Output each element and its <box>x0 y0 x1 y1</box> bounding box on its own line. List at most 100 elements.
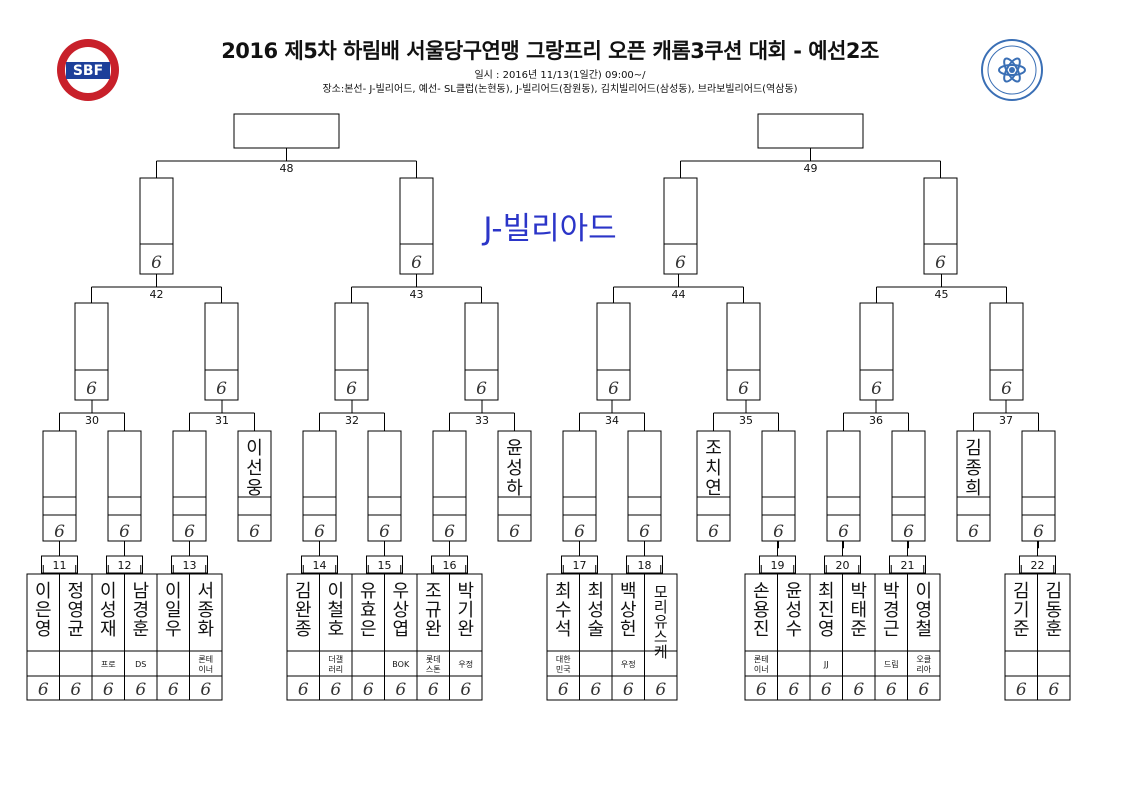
player-club: DS <box>135 660 146 669</box>
score-mark: 6 <box>935 253 946 273</box>
score-mark: 6 <box>838 522 849 542</box>
score-mark: 6 <box>1048 680 1059 700</box>
score-mark: 6 <box>608 379 619 399</box>
match-number: 49 <box>804 162 818 175</box>
score-mark: 6 <box>428 680 439 700</box>
match-number: 18 <box>638 559 652 572</box>
match-number: 35 <box>739 414 753 427</box>
player-club: 더갤 <box>328 654 343 664</box>
match-number: 17 <box>573 559 587 572</box>
player-name-char: 박 <box>883 581 900 602</box>
player-name-char: 박 <box>850 581 867 602</box>
match-number: 14 <box>313 559 327 572</box>
match-number: 48 <box>280 162 294 175</box>
score-mark: 6 <box>1001 379 1012 399</box>
player-club: BOK <box>392 660 410 669</box>
tournament-venue: 장소:본선- J-빌리어드, 예선- SL클럽(논현동), J-빌리어드(잠원동… <box>322 84 798 95</box>
score-mark: 6 <box>756 680 767 700</box>
score-mark: 6 <box>886 680 897 700</box>
score-mark: 6 <box>1033 522 1044 542</box>
player-club: 오클 <box>916 655 931 664</box>
player-name-char: 완 <box>425 619 442 640</box>
score-mark: 6 <box>871 379 882 399</box>
player-club: 이너 <box>754 664 769 674</box>
match-number: 15 <box>378 559 392 572</box>
player-name-char: 헌 <box>620 619 637 640</box>
player-club: 리아 <box>916 664 931 674</box>
player-name-char: 영 <box>35 619 52 640</box>
player-club: 우정 <box>458 659 473 669</box>
score-mark: 6 <box>773 522 784 542</box>
player-club: 이너 <box>198 664 213 674</box>
score-mark: 6 <box>70 680 81 700</box>
player-name-char: 준 <box>850 619 867 640</box>
player-name-char: 종 <box>197 600 214 621</box>
player-name-char: 준 <box>1013 619 1030 640</box>
match-number: 11 <box>53 559 67 572</box>
player-name-char: 영 <box>67 600 84 621</box>
bye-player-char: 치 <box>705 458 722 479</box>
score-mark: 6 <box>216 379 227 399</box>
winner-box <box>757 113 864 149</box>
player-club: 우정 <box>621 659 636 669</box>
score-mark: 6 <box>346 379 357 399</box>
player-name-char: 박 <box>457 581 474 602</box>
player-name-char: 최 <box>587 581 604 602</box>
player-name-char: 호 <box>327 619 344 640</box>
player-name-char: 철 <box>915 619 932 640</box>
winner-box <box>233 113 340 149</box>
player-club: 롯데 <box>426 655 441 664</box>
match-number: 45 <box>935 288 949 301</box>
venue-label: J-빌리아드 <box>483 211 617 247</box>
player-name-char: 손 <box>753 581 770 602</box>
score-mark: 6 <box>184 522 195 542</box>
player-name-char: 조 <box>425 581 442 602</box>
score-mark: 6 <box>135 680 146 700</box>
score-mark: 6 <box>444 522 455 542</box>
player-club: 러리 <box>328 665 343 674</box>
player-name-char: 이 <box>915 581 932 602</box>
player-name-char: 이 <box>327 581 344 602</box>
player-name-char: 이 <box>100 581 117 602</box>
player-club: 민국 <box>556 664 571 674</box>
score-mark: 6 <box>558 680 569 700</box>
score-mark: 6 <box>249 522 260 542</box>
player-name-char: 상 <box>620 600 637 621</box>
score-mark: 6 <box>86 379 97 399</box>
player-name-char: 서 <box>197 581 214 602</box>
player-name-char: 우 <box>392 581 409 602</box>
player-name-char: 우 <box>165 619 182 640</box>
player-name-char: 재 <box>100 619 117 640</box>
score-mark: 6 <box>1016 680 1027 700</box>
score-mark: 6 <box>918 680 929 700</box>
score-mark: 6 <box>708 522 719 542</box>
match-number: 30 <box>85 414 99 427</box>
player-name-char: 수 <box>785 619 802 640</box>
player-name-char: 기 <box>457 600 474 621</box>
match-number: 12 <box>118 559 132 572</box>
match-number: 34 <box>605 414 619 427</box>
bye-player-char: 희 <box>965 478 982 499</box>
match-number: 44 <box>672 288 686 301</box>
bye-player-char: 하 <box>506 478 523 499</box>
match-number: 20 <box>836 559 850 572</box>
score-mark: 6 <box>314 522 325 542</box>
player-name-char: 기 <box>1013 600 1030 621</box>
score-mark: 6 <box>590 680 601 700</box>
match-number: 21 <box>901 559 915 572</box>
player-name-char: 훈 <box>1045 619 1062 640</box>
player-club: 대한 <box>556 655 571 664</box>
score-mark: 6 <box>298 680 309 700</box>
player-club: 드림 <box>884 659 899 669</box>
player-name-char: 태 <box>850 600 867 621</box>
player-club: 스톤 <box>426 665 441 674</box>
player-name-char: 케 <box>654 643 668 661</box>
seoul-sports-council-logo <box>981 39 1043 101</box>
score-mark: 6 <box>574 522 585 542</box>
score-mark: 6 <box>509 522 520 542</box>
player-club: 프로 <box>101 660 116 669</box>
player-name-char: 정 <box>67 581 84 602</box>
sbf-logo: SBF <box>57 39 119 101</box>
score-mark: 6 <box>903 522 914 542</box>
